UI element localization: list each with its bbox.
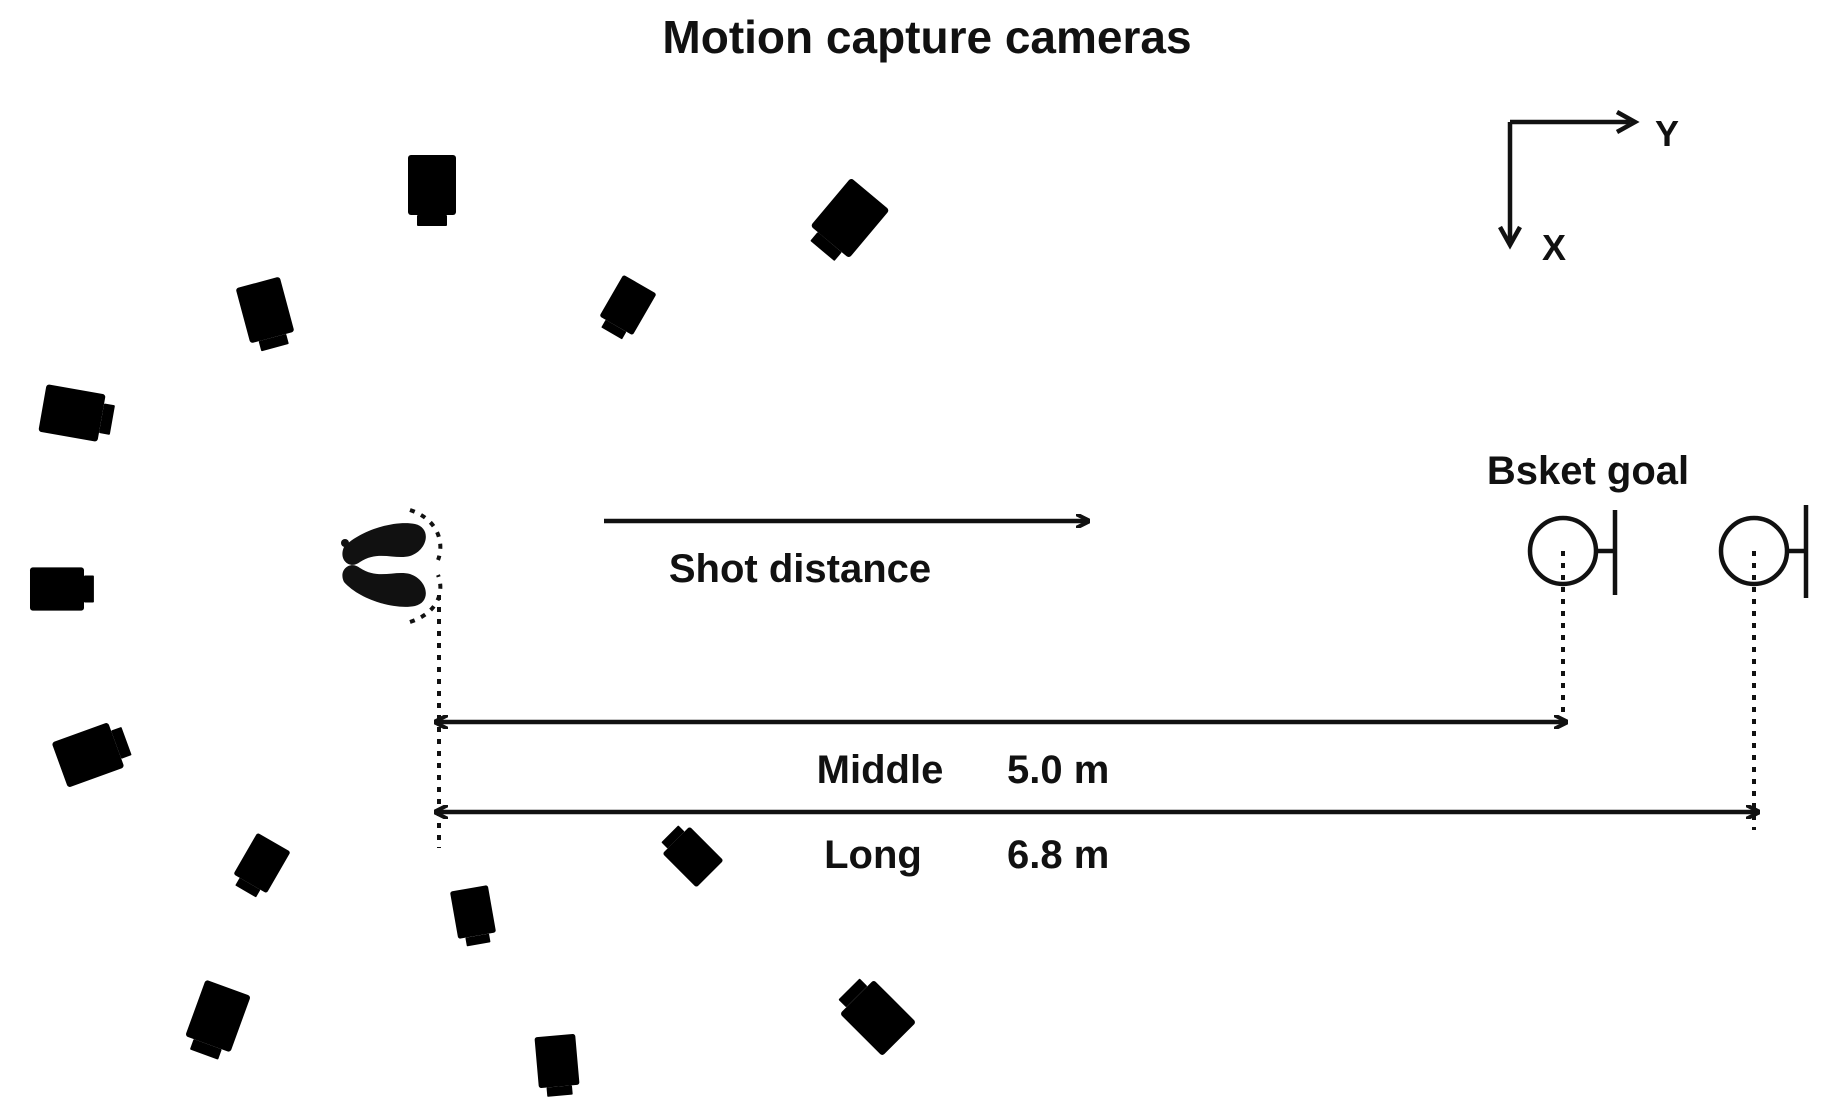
camera-icon xyxy=(656,820,724,888)
axis-x-label: X xyxy=(1542,227,1566,268)
camera-icon xyxy=(803,177,890,268)
long-distance-name: Long xyxy=(824,833,922,877)
middle-distance-name: Middle xyxy=(817,748,944,792)
camera-icon xyxy=(51,718,135,788)
camera-icon xyxy=(832,972,917,1057)
footprints-icon xyxy=(341,508,443,624)
axis-arrows-icon xyxy=(1498,110,1640,250)
diagram-title: Motion capture cameras xyxy=(662,11,1191,63)
basket-goal-icon xyxy=(1718,505,1809,830)
camera-icon xyxy=(408,155,456,226)
shot-distance-label: Shot distance xyxy=(669,547,931,591)
camera-icon xyxy=(181,979,251,1063)
camera-icon xyxy=(29,567,94,611)
basket-goal-label: Bsket goal xyxy=(1487,449,1689,493)
camera-icon xyxy=(534,1033,581,1098)
long-distance-value: 6.8 m xyxy=(1007,833,1109,877)
basket-goal-icon xyxy=(1527,510,1618,722)
camera-icon xyxy=(228,832,291,902)
camera-icon xyxy=(235,276,298,354)
camera-icon xyxy=(449,885,498,948)
middle-distance-value: 5.0 m xyxy=(1007,748,1109,792)
axis-y-label: Y xyxy=(1655,113,1679,154)
camera-icon xyxy=(594,274,657,344)
camera-group xyxy=(29,155,917,1098)
camera-icon xyxy=(38,384,117,444)
